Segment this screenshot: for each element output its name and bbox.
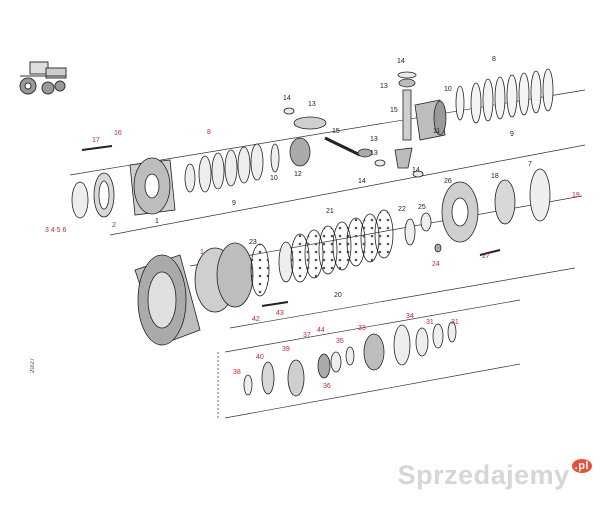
part-label: 26: [444, 178, 452, 185]
part-label: 31: [451, 319, 459, 326]
part-label: 15: [390, 107, 398, 114]
part-label: 13: [308, 101, 316, 108]
part-label: 14: [397, 58, 405, 65]
tractor-icon: [19, 61, 67, 95]
part-label: 34: [406, 313, 414, 320]
part-label: 40: [256, 354, 264, 361]
part-label: 38: [233, 369, 241, 376]
part-label: 36: [323, 383, 331, 390]
part-label: 22: [398, 206, 406, 213]
part-label: 16: [114, 130, 122, 137]
part-label: 33: [358, 325, 366, 332]
part-label: 3 4 5 6: [45, 227, 67, 234]
part-label: 39: [282, 346, 290, 353]
part-label: 37: [303, 332, 311, 339]
watermark-text: Sprzedajemy: [397, 460, 570, 490]
part-label: 8: [492, 56, 496, 63]
part-label: 14: [412, 167, 420, 174]
part-label: 12: [294, 171, 302, 178]
part-label: 42: [252, 316, 260, 323]
part-label: 14: [358, 178, 366, 185]
part-label: 31: [426, 319, 434, 326]
lower-shaft-group: [243, 321, 457, 397]
part-label: 25: [418, 204, 426, 211]
part-label: 10: [444, 86, 452, 93]
diagram-reference-code: 20/27: [30, 358, 36, 374]
part-label: 11: [433, 128, 440, 135]
part-label: 13: [370, 150, 378, 157]
part-label: 7: [528, 161, 532, 168]
part-number-labels: 14 13 15 11 10 8 9 14 13 15 17 16 8 10 1…: [45, 56, 580, 390]
watermark-suffix: .pl: [571, 459, 592, 473]
part-label: 9: [510, 131, 514, 138]
part-label: 9: [232, 200, 236, 207]
part-label: 27: [482, 253, 490, 260]
part-label: 43: [276, 310, 284, 317]
part-label: 44: [317, 327, 325, 334]
part-label: 1: [200, 249, 204, 256]
upper-housing-group: [71, 143, 280, 219]
differential-lock-group: [134, 168, 551, 346]
part-label: 1: [155, 218, 159, 225]
spider-gear-group: [283, 71, 447, 178]
part-label: 10: [270, 175, 278, 182]
part-label: 19: [572, 192, 580, 199]
part-label: 20: [334, 292, 342, 299]
part-label: 23: [249, 239, 257, 246]
part-label: 35: [336, 338, 344, 345]
part-label: 24: [432, 261, 440, 268]
part-label: 17: [92, 137, 100, 144]
part-label: 18: [491, 173, 499, 180]
upper-clutch-pack: [455, 68, 554, 124]
part-label: 13: [370, 136, 378, 143]
part-label: 13: [380, 83, 388, 90]
part-label: 2: [112, 222, 116, 229]
part-label: 15: [332, 128, 340, 135]
part-label: 8: [207, 129, 211, 136]
part-label: 14: [283, 95, 291, 102]
part-label: 21: [326, 208, 334, 215]
watermark: Sprzedajemy.pl: [397, 459, 592, 491]
